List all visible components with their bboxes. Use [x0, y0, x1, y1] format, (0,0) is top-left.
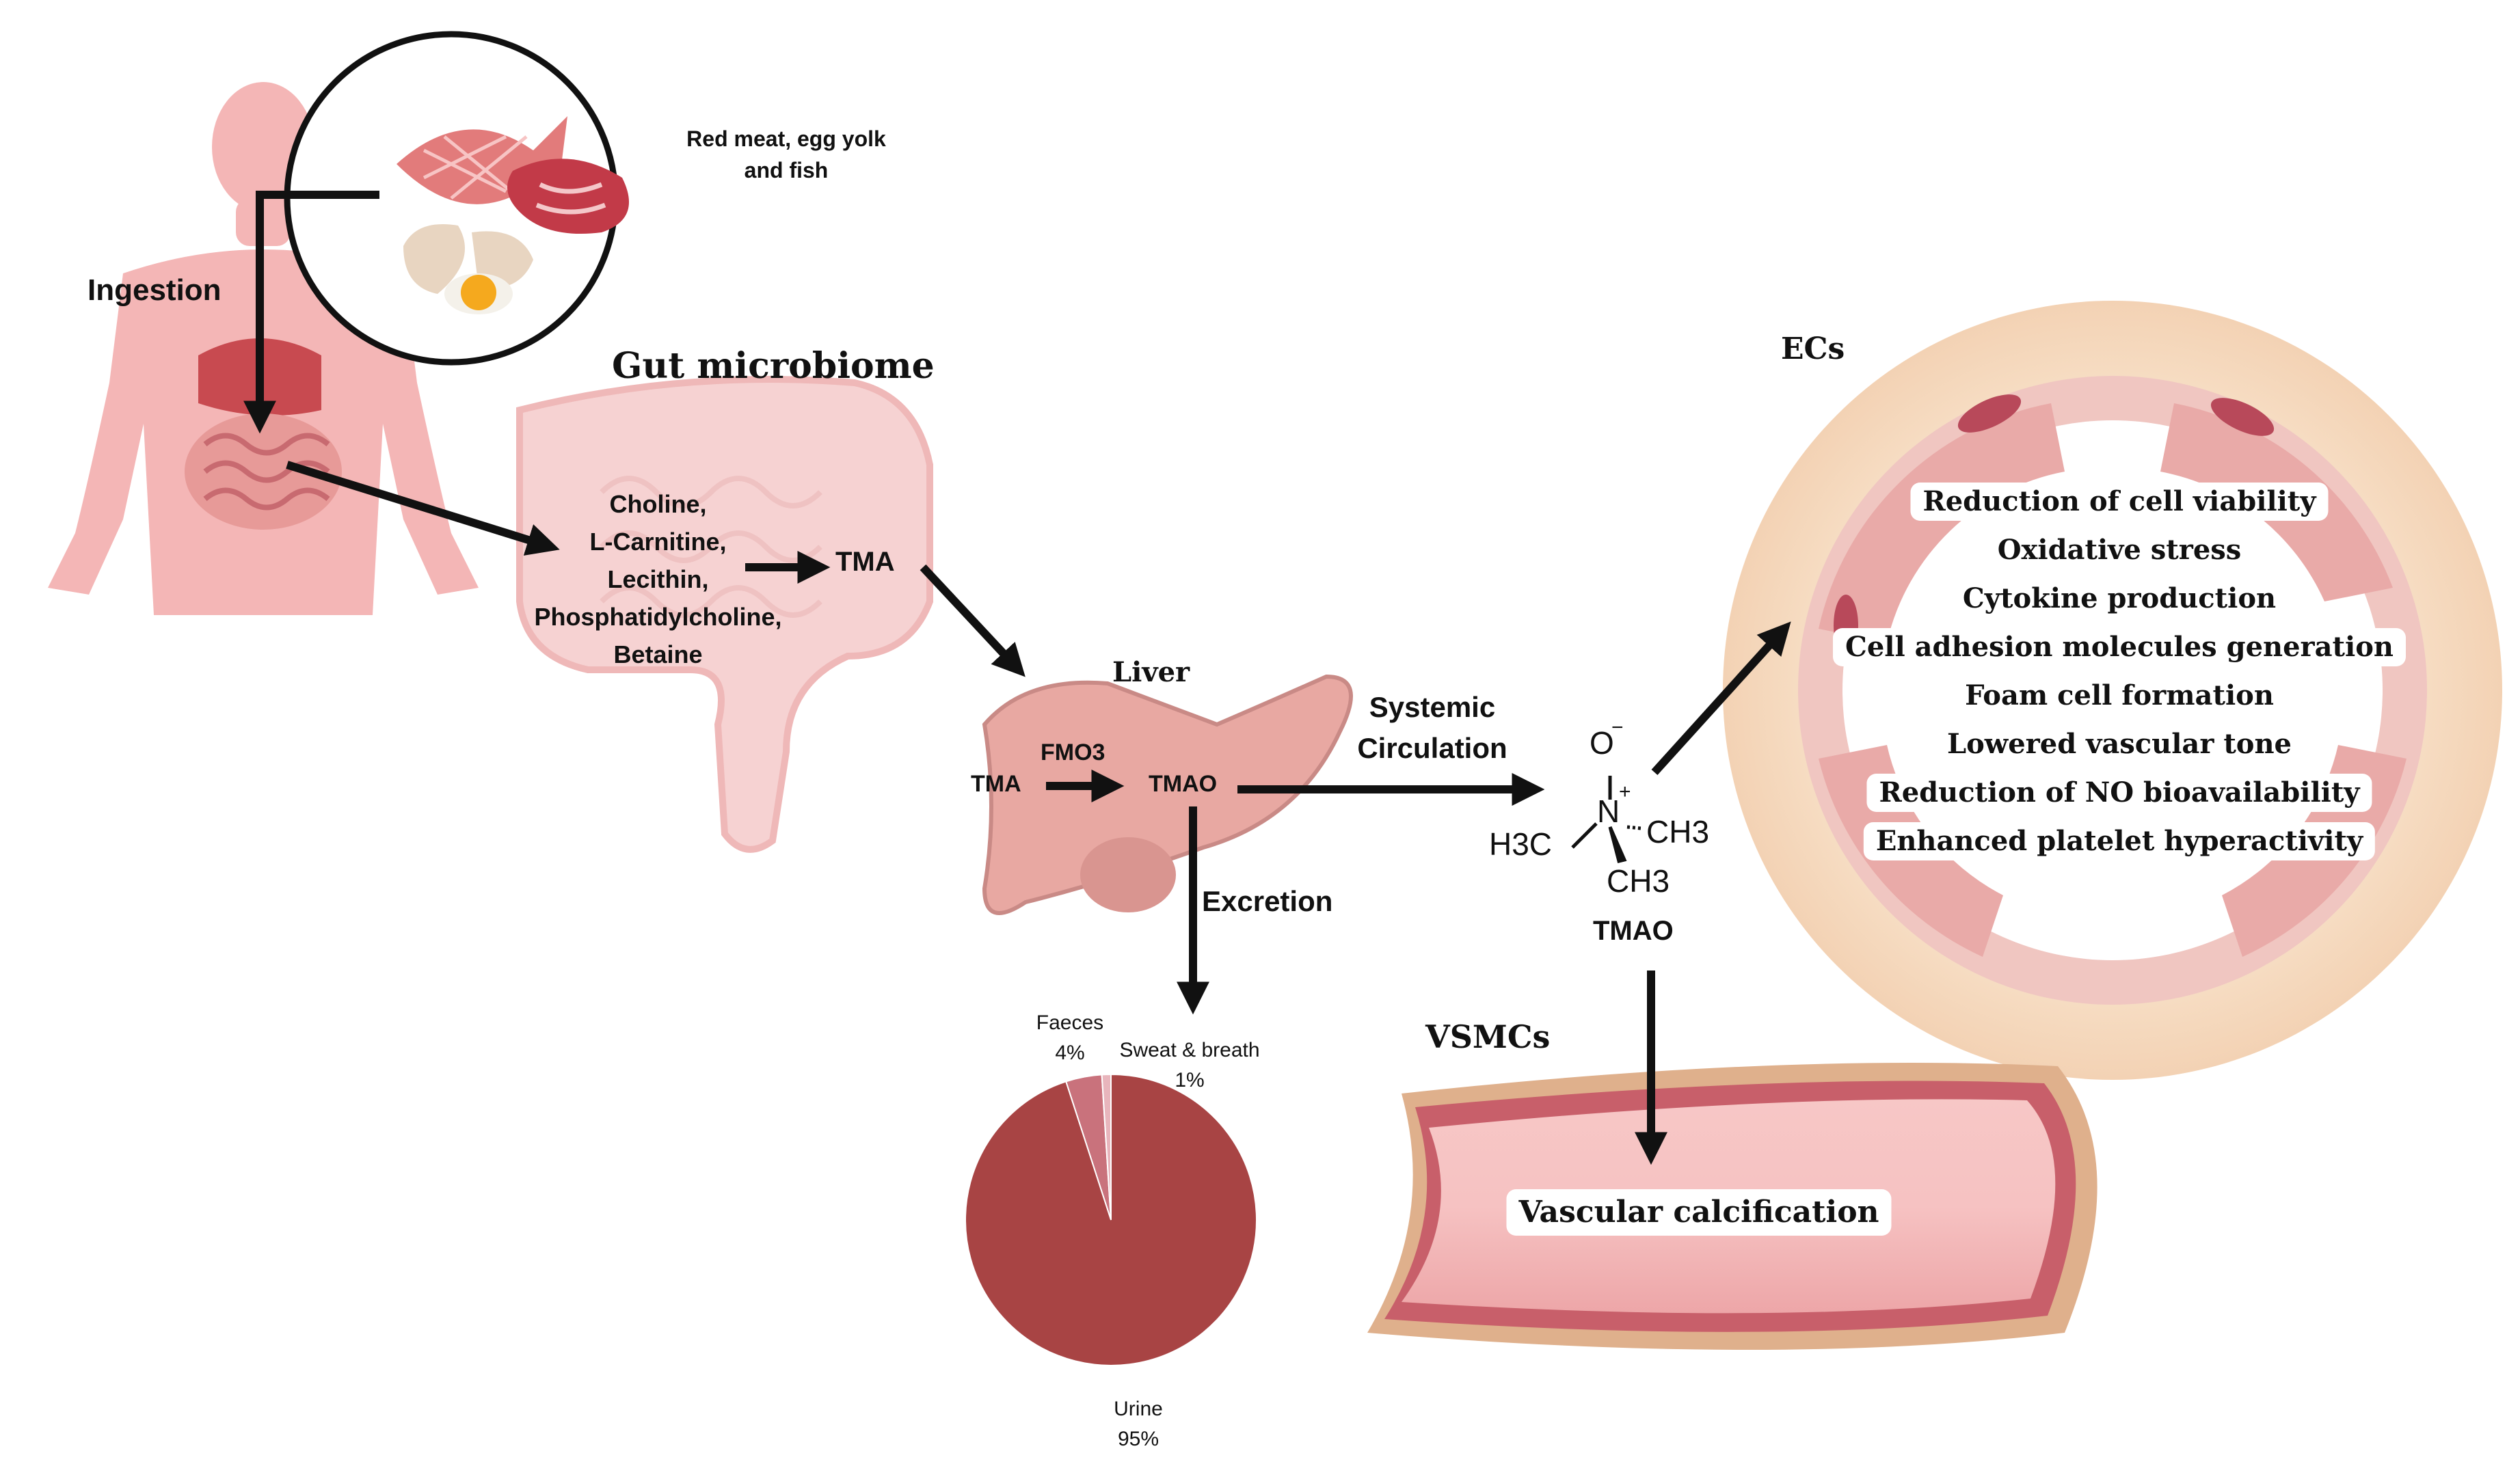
ec-effect: Cytokine production — [1950, 580, 2289, 618]
ingestion-label: Ingestion — [88, 273, 222, 307]
molecule-nitrogen-charge: + — [1619, 780, 1631, 803]
excretion-pie-chart — [964, 1073, 1257, 1366]
small-intestine-icon — [600, 476, 822, 618]
egg-icon — [403, 224, 533, 314]
arrow-ingestion-to-microbiome — [286, 461, 560, 556]
pie-label-sweat-value: 1% — [1175, 1069, 1205, 1091]
arrow-tmao-to-ecs — [1651, 621, 1791, 776]
pie-label-urine-name: Urine — [1114, 1398, 1163, 1420]
food-label: Red meat, egg yolk and fish — [686, 126, 886, 182]
excretion-label: Excretion — [1202, 885, 1333, 917]
molecule-methyl-bottom: CH3 — [1607, 863, 1670, 899]
gut-microbiome-title: Gut microbiome — [612, 345, 935, 387]
food-circle — [284, 31, 629, 366]
precursor-list: Choline, L-Carnitine, Lecithin, Phosphat… — [506, 485, 810, 673]
precursor-item: Lecithin, — [607, 565, 709, 593]
bond-n-ch3-right — [1626, 825, 1641, 830]
precursor-item: Choline, — [609, 490, 707, 518]
pie-label-faeces-name: Faeces — [1036, 1012, 1104, 1034]
molecule-nitrogen: N — [1597, 793, 1620, 829]
liver-tmao-label: TMAO — [1149, 771, 1218, 797]
precursor-item: Betaine — [613, 640, 703, 668]
bond-n-ch3-bottom — [1608, 826, 1627, 864]
tma-gut-label: TMA — [835, 547, 895, 577]
ecs-title: ECs — [1781, 331, 1845, 366]
ec-effect: Lowered vascular tone — [1934, 725, 2305, 763]
pie-slice-urine — [964, 1073, 1257, 1366]
molecule-name: TMAO — [1593, 916, 1674, 946]
molecule-oxygen-charge: − — [1611, 716, 1624, 739]
systemic-circulation-label: Systemic Circulation — [1316, 687, 1549, 769]
pie-label-faeces: Faeces 4% — [1002, 1008, 1138, 1068]
vsmcs-title: VSMCs — [1425, 1018, 1551, 1055]
bond-n-ch3-left — [1571, 822, 1598, 849]
liver-icon — [982, 674, 1353, 915]
precursor-item: L-Carnitine, — [589, 528, 727, 556]
pie-label-urine-value: 95% — [1117, 1428, 1160, 1450]
ec-effect: Cell adhesion molecules generation — [1833, 628, 2406, 666]
molecule-methyl-left: H3C — [1489, 826, 1553, 862]
ec-effect: Enhanced platelet hyperactivity — [1863, 822, 2376, 860]
arrow-tma-to-liver — [920, 564, 1026, 677]
steak-icon — [507, 159, 629, 234]
fish-icon — [397, 116, 574, 219]
precursor-item: Phosphatidylcholine, — [534, 603, 782, 631]
vsmc-effect: Vascular calcification — [1506, 1189, 1892, 1236]
ec-effect: Reduction of NO bioavailability — [1866, 774, 2372, 812]
molecule-methyl-right: CH3 — [1646, 814, 1710, 850]
liver-tma-label: TMA — [971, 771, 1021, 797]
large-intestine-icon — [516, 376, 933, 853]
ec-effect: Reduction of cell viability — [1910, 483, 2329, 521]
pie-label-sweat: Sweat & breath 1% — [1094, 1035, 1285, 1096]
systemic-circulation-line: Circulation — [1357, 732, 1507, 764]
molecule-oxygen: O — [1590, 725, 1614, 761]
enzyme-label: FMO3 — [1041, 739, 1105, 765]
pie-label-faeces-value: 4% — [1055, 1042, 1085, 1064]
flow-arrows — [243, 191, 1791, 1165]
ec-effect: Foam cell formation — [1953, 677, 2286, 715]
pie-label-sweat-name: Sweat & breath — [1119, 1039, 1260, 1061]
liver-label: Liver — [1112, 656, 1190, 688]
tmao-bonds — [1571, 776, 1641, 864]
ec-effect: Oxidative stress — [1985, 531, 2254, 569]
arrow-food-to-gut — [243, 191, 379, 434]
systemic-circulation-line: Systemic — [1369, 691, 1496, 723]
pie-label-urine: Urine 95% — [1070, 1394, 1207, 1454]
